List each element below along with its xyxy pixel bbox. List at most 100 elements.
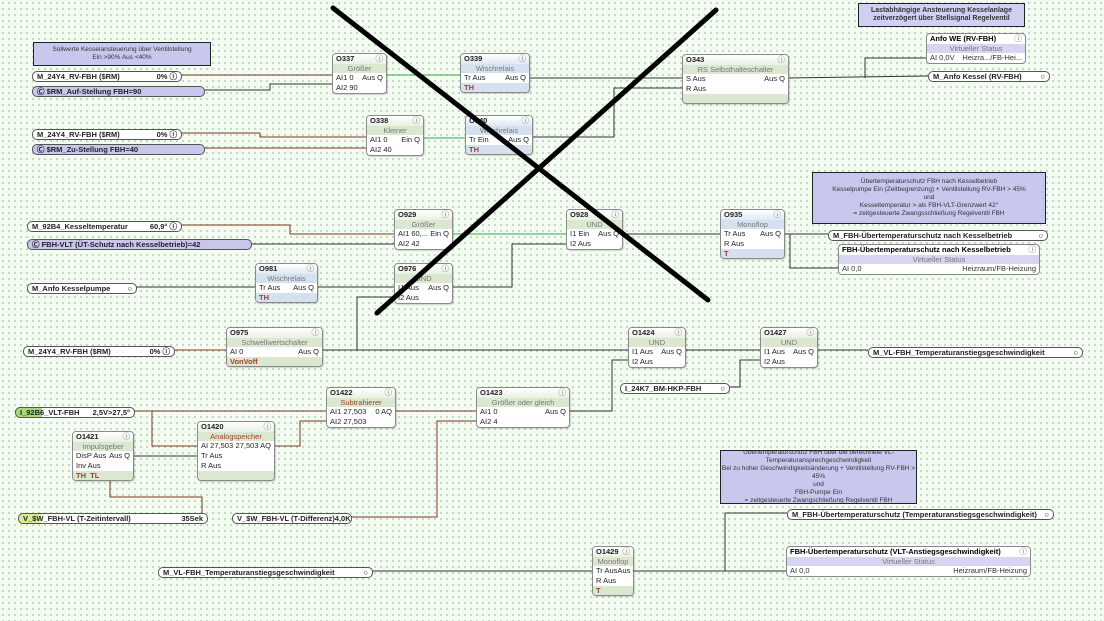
input-label[interactable]: R Aus xyxy=(201,461,222,470)
io-input[interactable]: M_24Y4_RV-FBH ($RM)0% ⓘ xyxy=(23,346,175,357)
io-input[interactable]: M_Anfo Kesselpumpe○ xyxy=(27,283,137,294)
input-label[interactable]: Tr Aus xyxy=(201,451,223,460)
info-icon[interactable]: ⓘ xyxy=(674,328,683,337)
info-icon[interactable]: ⓘ xyxy=(1019,547,1028,556)
input-label[interactable]: AI1 60,... xyxy=(398,229,429,238)
input-label[interactable]: R Aus xyxy=(686,84,707,93)
output-label[interactable]: Aus Q xyxy=(293,283,314,292)
output-label[interactable]: Aus Q xyxy=(617,566,633,575)
input-label[interactable]: Inv Aus xyxy=(76,461,101,470)
input-label[interactable]: I2 Aus xyxy=(570,239,591,248)
io-output[interactable]: M_VL-FBH_Temperaturanstiegsgeschwindigke… xyxy=(868,347,1083,358)
output-label[interactable]: Aus Q xyxy=(545,407,566,416)
info-icon[interactable]: ⓘ xyxy=(311,328,320,337)
info-icon[interactable]: ⓘ xyxy=(441,264,450,273)
input-label[interactable]: I2 Aus xyxy=(764,357,785,366)
io-input[interactable]: I_24K7_BM-HKP-FBH○ xyxy=(620,383,730,394)
info-icon[interactable]: ⓘ xyxy=(622,547,631,556)
io-input[interactable]: V_$W_FBH-VL (T-Zeitintervall)35Sek xyxy=(18,513,208,524)
info-icon[interactable]: ⓘ xyxy=(806,328,815,337)
io-input[interactable]: M_VL-FBH_Temperaturanstiegsgeschwindigke… xyxy=(158,567,373,578)
output-label[interactable]: Aus Q xyxy=(505,73,526,82)
input-label[interactable]: I1 Aus xyxy=(632,347,653,356)
input-label[interactable]: R Aus xyxy=(724,239,745,248)
info-icon[interactable]: ⓘ xyxy=(306,264,315,273)
input-label[interactable]: AI2 27,503 xyxy=(330,417,367,426)
input-label[interactable]: Tr Aus xyxy=(464,73,486,82)
output-label[interactable]: 0 AQ xyxy=(375,407,392,416)
output-label[interactable]: Aus Q xyxy=(362,73,383,82)
input-label[interactable]: AI2 42 xyxy=(398,239,420,248)
io-output[interactable]: M_FBH-Übertemperaturschutz nach Kesselbe… xyxy=(828,230,1048,241)
virtual-status-block[interactable]: FBH-Übertemperaturschutz nach Kesselbetr… xyxy=(838,244,1040,275)
info-icon[interactable]: ⓘ xyxy=(558,388,567,397)
input-label[interactable]: AI2 90 xyxy=(336,83,358,92)
output-label[interactable]: Aus Q xyxy=(109,451,130,460)
input-label[interactable]: AI1 0 xyxy=(336,73,354,82)
output-label[interactable]: Aus Q xyxy=(508,135,529,144)
output-label[interactable]: Aus Q xyxy=(661,347,682,356)
input-label[interactable]: Tr Aus xyxy=(724,229,746,238)
input-label[interactable]: AI2 4 xyxy=(480,417,498,426)
io-output[interactable]: M_Anfo Kessel (RV-FBH)○ xyxy=(928,71,1050,82)
io-input[interactable]: M_24Y4_RV-FBH ($RM)0% ⓘ xyxy=(32,129,182,140)
input-label[interactable]: AI2 40 xyxy=(370,145,392,154)
io-input[interactable]: Ⓒ FBH-VLT (ÜT-Schutz nach Kesselbetrieb)… xyxy=(27,239,252,250)
info-icon[interactable]: ⓘ xyxy=(518,54,527,63)
info-icon[interactable]: ⓘ xyxy=(375,54,384,63)
virtual-status-block[interactable]: FBH-Übertemperaturschutz (VLT-Anstiegsge… xyxy=(786,546,1031,577)
info-icon[interactable]: ⓘ xyxy=(1014,34,1023,43)
io-input[interactable]: M_24Y4_RV-FBH ($RM)0% ⓘ xyxy=(32,71,182,82)
input-label[interactable]: AI1 27,503 xyxy=(330,407,367,416)
output-label[interactable]: 27,503 AQ xyxy=(235,441,271,450)
input-label[interactable]: AI 0 xyxy=(230,347,244,356)
input-label[interactable]: I1 Aus xyxy=(398,283,419,292)
output-label[interactable]: Aus Q xyxy=(298,347,319,356)
input-label[interactable]: AI1 0 xyxy=(480,407,498,416)
info-icon[interactable]: ⓘ xyxy=(777,55,786,64)
output-label[interactable]: Aus Q xyxy=(760,229,781,238)
info-icon[interactable]: ⓘ xyxy=(773,210,782,219)
input-label[interactable]: Tr Ein xyxy=(469,135,489,144)
info-icon[interactable]: ⓘ xyxy=(384,388,393,397)
input-label[interactable]: I1 Aus xyxy=(764,347,785,356)
input-label[interactable]: I2 Aus xyxy=(632,357,653,366)
output-label[interactable]: Aus Q xyxy=(598,229,619,238)
io-input[interactable]: V_$W_FBH-VL (T-Differenz)4,0K xyxy=(232,513,352,524)
input-label[interactable]: S Aus xyxy=(686,74,706,83)
output-label[interactable]: Aus Q xyxy=(428,283,449,292)
input-label[interactable]: DisP Aus xyxy=(76,451,107,460)
output-label[interactable]: Ein Q xyxy=(430,229,449,238)
io-input[interactable]: Ⓒ $RM_Auf-Stellung FBH=90 xyxy=(32,86,205,97)
io-output[interactable]: M_FBH-Übertemperaturschutz (Temperaturan… xyxy=(787,509,1054,520)
input-label[interactable]: Tr Aus xyxy=(596,566,618,575)
info-icon[interactable]: ⓘ xyxy=(441,210,450,219)
input-label[interactable]: I1 Ein xyxy=(570,229,590,238)
info-icon[interactable]: ⓘ xyxy=(412,116,421,125)
output-label[interactable]: Aus Q xyxy=(764,74,785,83)
output-label[interactable]: Aus Q xyxy=(793,347,814,356)
input-label[interactable]: Tr Aus xyxy=(259,283,281,292)
info-icon[interactable]: ⓘ xyxy=(611,210,620,219)
io-input[interactable]: Ⓒ $RM_Zu-Stellung FBH=40 xyxy=(32,144,205,155)
info-icon[interactable]: ⓘ xyxy=(263,422,272,431)
info-icon[interactable]: ⓘ xyxy=(122,432,131,441)
